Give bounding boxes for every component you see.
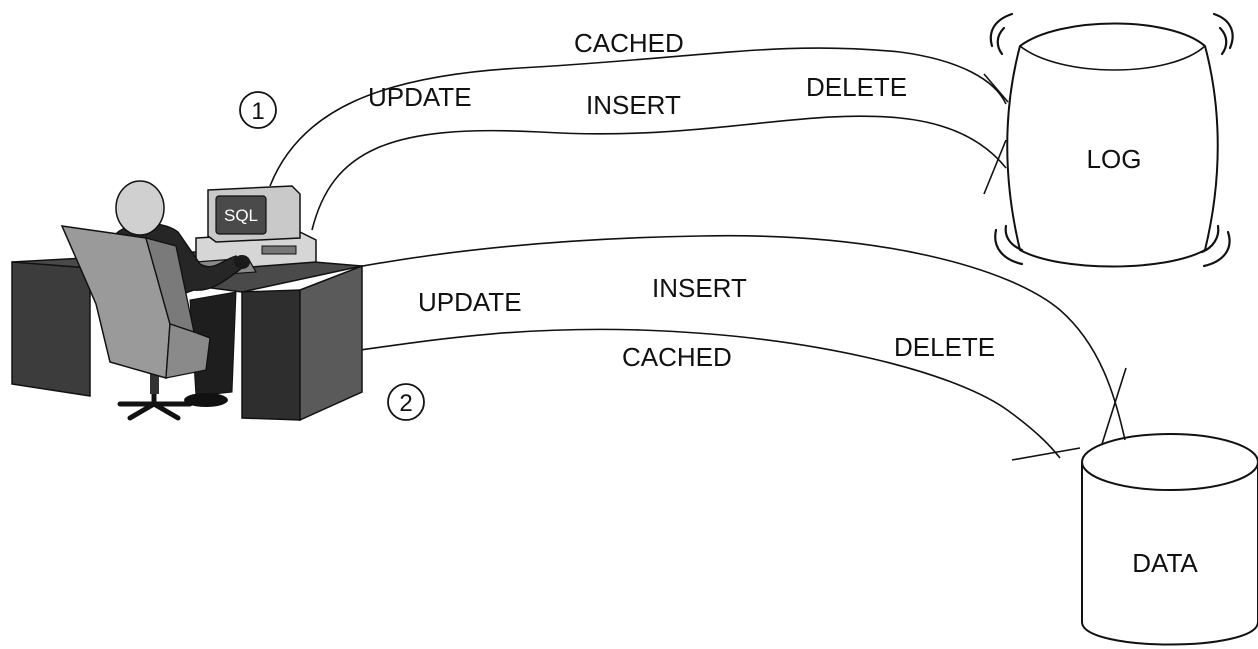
log-path-label-cached: CACHED <box>574 28 684 58</box>
log-shake-mark-bottom-left <box>994 228 1024 266</box>
log-shake-mark-bottom-right <box>1202 230 1231 268</box>
log-path-label-update: UPDATE <box>368 82 472 112</box>
data-path-label-delete: DELETE <box>894 332 995 362</box>
computer-terminal: SQL <box>195 185 317 277</box>
log-database-label: LOG <box>1087 144 1142 174</box>
log-shake-mark-bottom-left-inner <box>1004 224 1024 252</box>
log-path-wires <box>269 47 1009 231</box>
data-cylinder-body <box>1081 462 1258 646</box>
data-path-label-insert: INSERT <box>652 273 747 303</box>
chair-base <box>117 389 193 421</box>
log-path-lower-wire <box>311 115 1007 231</box>
data-database-label: DATA <box>1132 548 1198 578</box>
log-shake-mark-top-right <box>1212 12 1234 50</box>
data-path-labels: UPDATE INSERT CACHED DELETE <box>418 273 995 372</box>
monitor-screen <box>215 195 267 235</box>
chair-seat-side <box>165 323 211 379</box>
desk-right-pedestal-front <box>241 289 301 421</box>
log-shake-mark-top-left <box>989 12 1014 48</box>
data-path-upper-wire-tick <box>1101 367 1127 445</box>
user-at-desk-illustration: SQL <box>11 180 363 422</box>
log-path-labels: CACHED UPDATE INSERT DELETE <box>368 28 907 120</box>
log-path-label-insert: INSERT <box>586 90 681 120</box>
log-barrel-top-rim <box>1019 45 1206 71</box>
log-path-label-delete: DELETE <box>806 72 907 102</box>
data-database: DATA <box>1081 433 1258 646</box>
marker-one: 1 <box>239 91 277 129</box>
log-path-upper-wire-tick <box>983 73 1009 103</box>
data-path-label-cached: CACHED <box>622 342 732 372</box>
log-shake-mark-top-left-inner <box>996 26 1006 56</box>
data-cylinder-top <box>1081 433 1258 491</box>
monitor-screen-text: SQL <box>224 206 258 225</box>
data-path-label-update: UPDATE <box>418 287 522 317</box>
computer-base-slot <box>261 245 297 255</box>
data-path-wires <box>345 234 1127 461</box>
marker-two-text: 2 <box>399 390 412 417</box>
data-path-lower-wire <box>345 328 1061 459</box>
log-path-lower-wire-tick <box>983 139 1007 195</box>
chair-post <box>150 372 159 394</box>
marker-one-circle <box>239 91 277 129</box>
person-shoe <box>184 393 228 407</box>
log-path-upper-wire <box>269 47 1007 187</box>
marker-two: 2 <box>387 383 425 421</box>
desk-right-pedestal-side <box>299 264 363 422</box>
person-hand <box>234 255 250 269</box>
log-shake-mark-top-right-inner <box>1218 26 1228 56</box>
data-path-upper-wire <box>351 234 1126 441</box>
log-shake-mark-bottom-right-inner <box>1200 224 1220 254</box>
person-head <box>115 180 165 236</box>
log-database: LOG <box>989 12 1234 268</box>
marker-two-circle <box>387 383 425 421</box>
marker-one-text: 1 <box>251 98 264 125</box>
data-path-lower-wire-tick <box>1011 447 1081 461</box>
desk-left-pedestal <box>11 261 91 397</box>
